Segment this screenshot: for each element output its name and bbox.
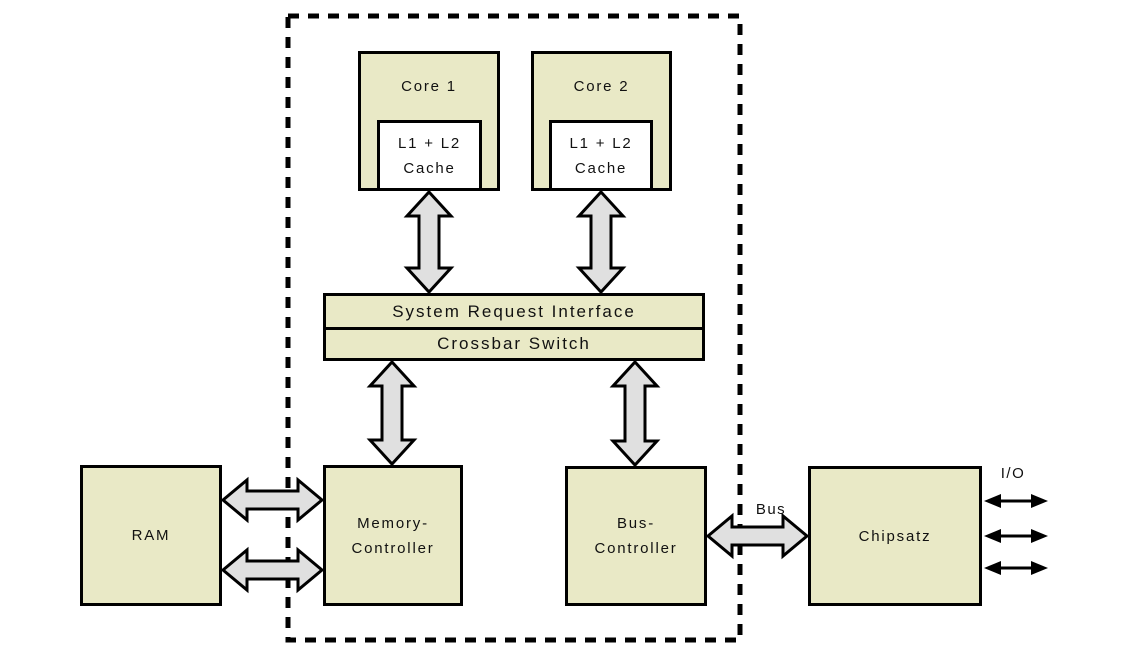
io-arrow-1 <box>984 494 1048 508</box>
io-label: I/O <box>1000 465 1026 482</box>
chipset-box: Chipsatz <box>808 466 982 606</box>
cpu-boundary-dashed-border <box>285 13 743 643</box>
crossbar-memorycontroller-arrow <box>366 359 418 467</box>
chipset-label: Chipsatz <box>858 527 932 545</box>
cache2-label-line1: L1 + L2 <box>569 134 633 152</box>
cache1-label-line2: Cache <box>403 159 456 177</box>
io-arrow-2 <box>984 529 1048 543</box>
memory-controller-box: Memory- Controller <box>323 465 463 606</box>
bus-controller-box: Bus- Controller <box>565 466 707 606</box>
cache1-box: L1 + L2 Cache <box>377 120 482 191</box>
system-request-interface-label: System Request Interface <box>392 301 636 321</box>
core2-label: Core 2 <box>573 78 630 95</box>
crossbar-switch-box: Crossbar Switch <box>323 327 705 361</box>
ram-label: RAM <box>131 527 171 544</box>
cache2-sri-arrow <box>575 189 627 295</box>
ram-box: RAM <box>80 465 222 606</box>
system-request-interface-box: System Request Interface <box>323 293 705 330</box>
crossbar-switch-label: Crossbar Switch <box>437 334 591 353</box>
bus-controller-label-line2: Controller <box>594 540 678 557</box>
memory-controller-label-line2: Controller <box>351 539 435 557</box>
bus-label: Bus <box>755 501 787 518</box>
bus-controller-label-line1: Bus- <box>616 515 656 532</box>
crossbar-buscontroller-arrow <box>609 359 661 468</box>
bus-arrow <box>705 512 810 560</box>
cache1-sri-arrow <box>403 189 455 295</box>
core1-label: Core 1 <box>401 78 457 95</box>
cache1-label-line1: L1 + L2 <box>397 134 462 152</box>
cache2-label-line2: Cache <box>574 159 628 177</box>
ram-memorycontroller-arrow-top <box>220 476 325 524</box>
cache2-box: L1 + L2 Cache <box>549 120 653 191</box>
io-arrow-3 <box>984 561 1048 575</box>
ram-memorycontroller-arrow-bottom <box>220 546 325 594</box>
memory-controller-label-line1: Memory- <box>357 514 429 532</box>
